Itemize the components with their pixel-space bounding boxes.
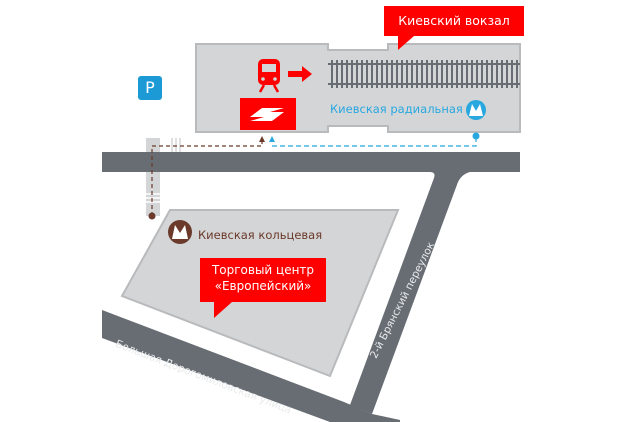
rail-track-icon <box>328 60 520 88</box>
metro-icon <box>168 220 192 244</box>
parking-icon: P <box>138 76 162 100</box>
rail-logo-icon <box>240 98 296 130</box>
route-radial-to-station <box>272 138 477 147</box>
mall-callout-line1: Торговый центр <box>211 263 315 277</box>
kievsky-station-callout: Киевский вокзал <box>384 6 524 50</box>
road-main-horizontal <box>102 152 520 172</box>
train-icon <box>258 59 280 93</box>
callout-title: Киевский вокзал <box>398 13 510 28</box>
road-center-dashes <box>101 339 301 419</box>
metro-ring-label: Киевская кольцевая <box>198 228 323 242</box>
metro-icon <box>466 100 486 120</box>
road-2nd-bryansky <box>350 172 470 414</box>
mall-callout: Торговый центр «Европейский» <box>200 258 326 318</box>
arrow-right-icon <box>288 66 312 82</box>
route-ring-to-station <box>151 140 263 216</box>
mall-callout-line2: «Европейский» <box>214 279 312 293</box>
metro-radial-label: Киевская радиальная <box>330 102 463 116</box>
